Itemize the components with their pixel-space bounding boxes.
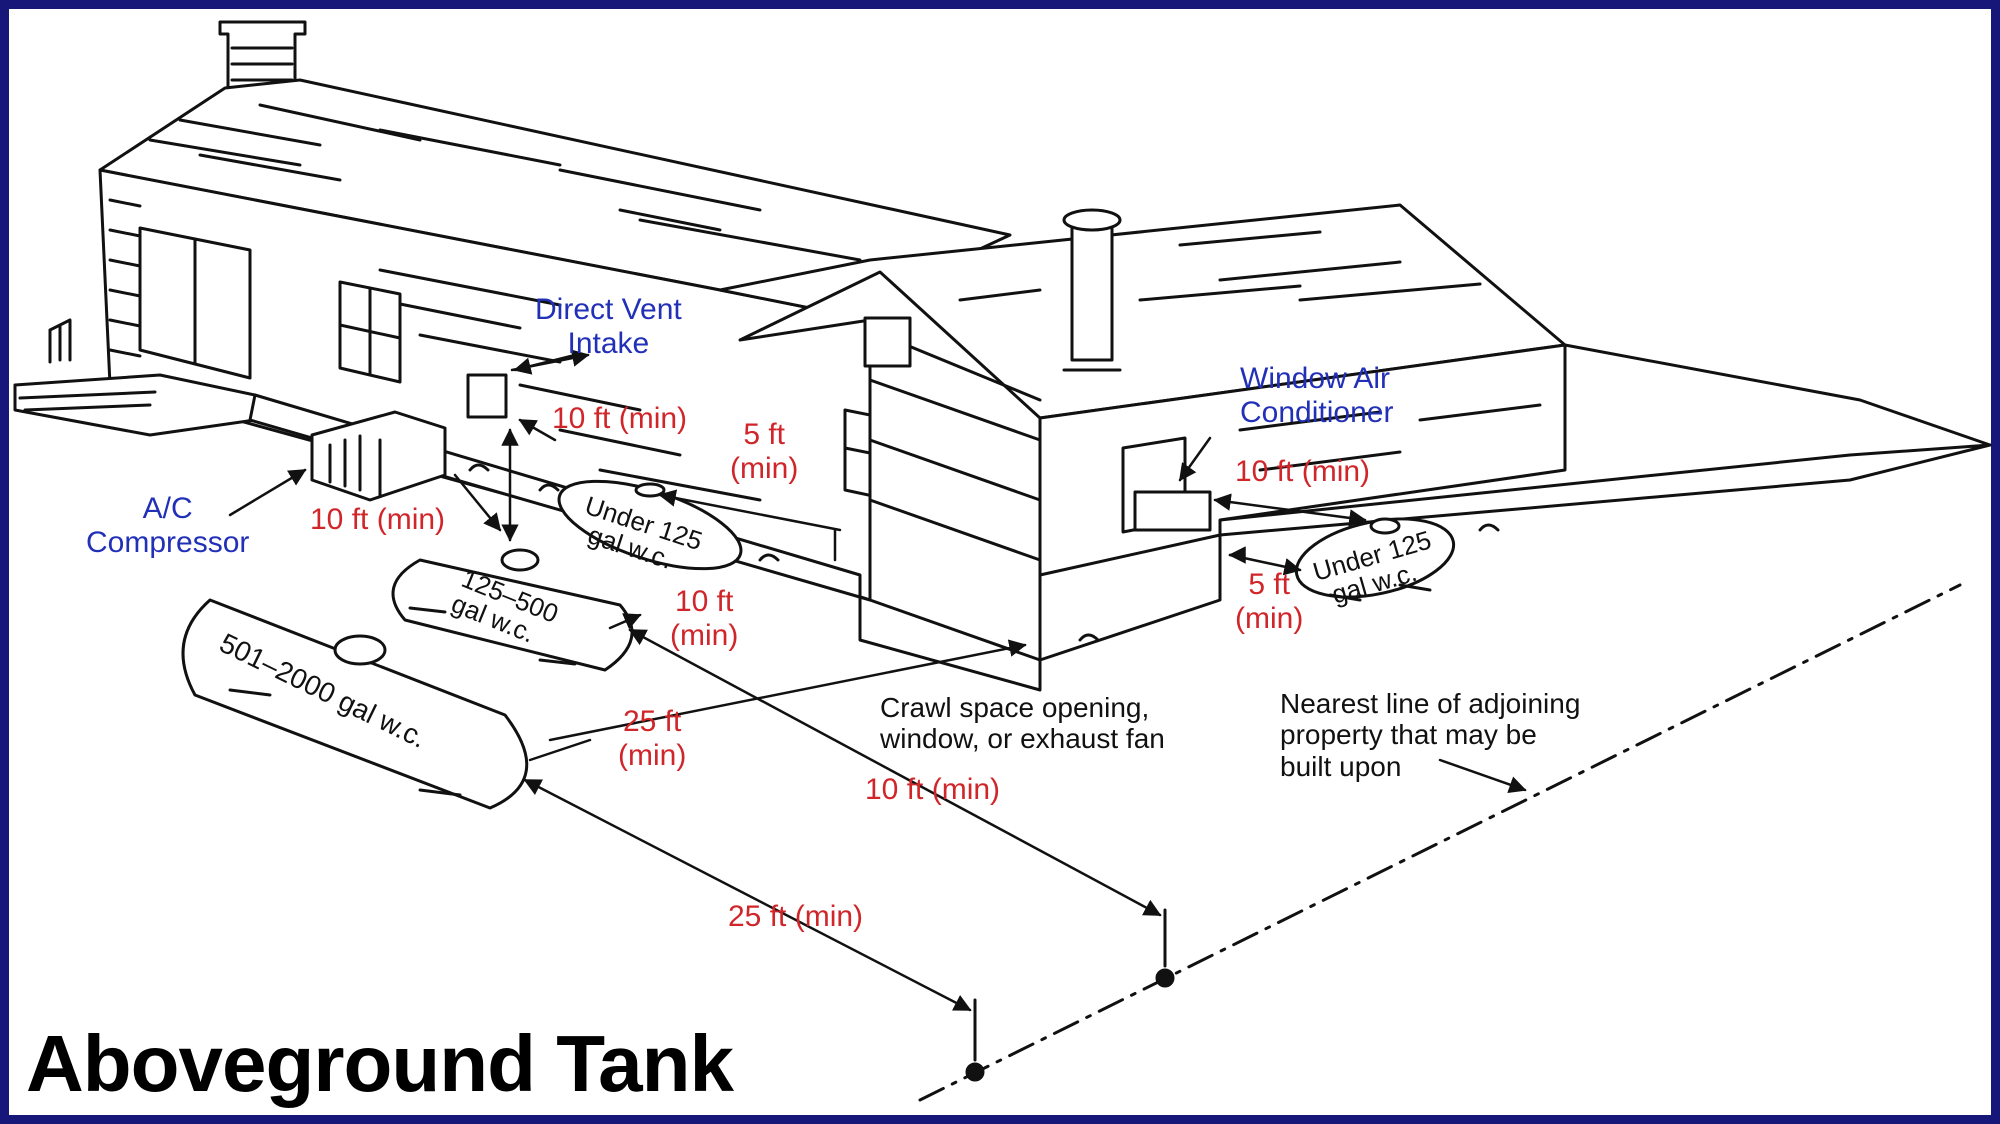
distance-large-to-line: 25 ft (min) <box>728 900 864 933</box>
property-marker-2 <box>1155 968 1175 988</box>
distance-crawl-small-tank: 5 ft(min) <box>730 418 799 485</box>
ac-compressor <box>310 410 447 502</box>
distance-medium-tank: 10 ft(min) <box>670 585 739 652</box>
property-marker-1 <box>965 1062 985 1082</box>
property-line <box>918 583 1962 1102</box>
sliding-door <box>138 226 252 380</box>
window-left <box>338 280 402 384</box>
distance-right-tank: 5 ft(min) <box>1235 568 1304 635</box>
vent-pipe <box>1062 208 1122 372</box>
distance-medium-to-line: 10 ft (min) <box>865 773 1001 806</box>
distance-vent-intake: 10 ft (min) <box>552 402 688 435</box>
distance-large-tank: 25 ft(min) <box>618 705 687 772</box>
tank-under-125-right <box>1294 517 1456 602</box>
direct-vent-intake <box>466 373 508 419</box>
window-air-conditioner <box>1121 436 1212 534</box>
ground-line <box>1563 343 1992 447</box>
crawl-space-note: Crawl space opening,window, or exhaust f… <box>880 692 1165 755</box>
page-title: Aboveground Tank <box>26 1019 734 1108</box>
distance-ac-compressor: 10 ft (min) <box>310 503 446 536</box>
dimension-arrows <box>228 349 1527 1012</box>
distance-window-ac: 10 ft (min) <box>1235 455 1371 488</box>
tank-501-2000 <box>181 598 529 810</box>
